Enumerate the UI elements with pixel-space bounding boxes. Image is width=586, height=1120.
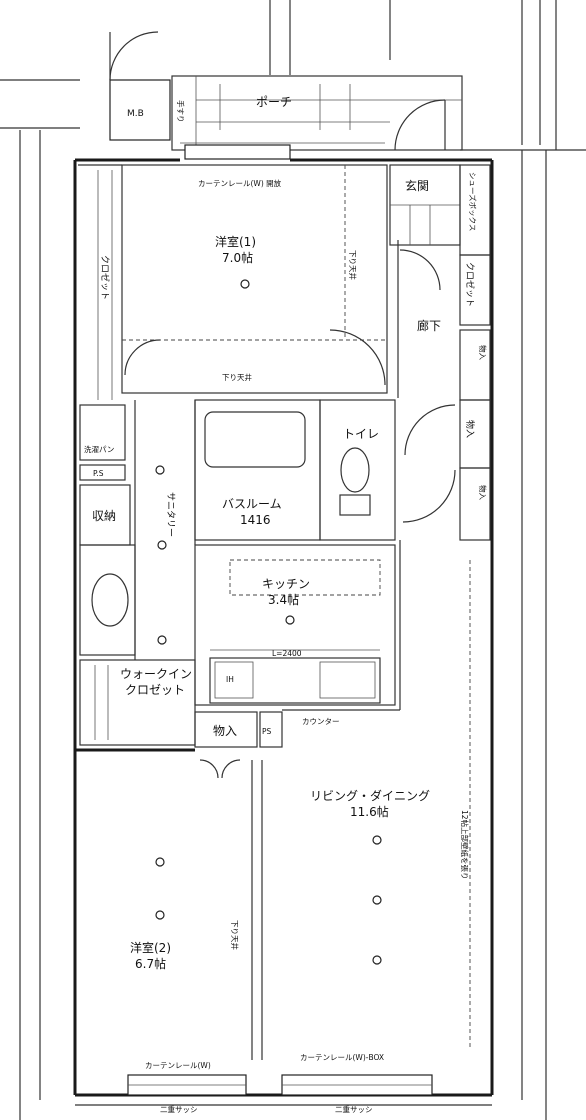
bath-size: 1416 (240, 513, 271, 527)
western-room-2-name: 洋室(2) (130, 940, 171, 955)
cooker-label: IH (226, 675, 234, 684)
ldk-note: 12帖上部壁紙を張り (460, 810, 470, 880)
bath-name: バスルーム (222, 497, 282, 511)
hall-label: 廊下 (417, 318, 441, 333)
curtain-rail-top: カーテンレール(W) 開放 (198, 178, 282, 188)
monoire-vertical-1: 物入 (478, 345, 488, 360)
kitchen-walls (194, 544, 396, 706)
monoire-vertical-3: 物入 (478, 485, 488, 500)
porch-label: ポーチ (256, 95, 292, 109)
curtain-rail-bottom-left: カーテンレール(W) (145, 1061, 211, 1070)
western-room-1-walls (78, 164, 388, 400)
closet-vertical-label: クロゼット (99, 255, 111, 300)
waterpan-label: 洗濯パン (84, 444, 114, 454)
porch (171, 75, 463, 151)
lowered-ceiling-vertical-2: 下り天井 (230, 920, 240, 950)
western-room-1-size: 7.0帖 (222, 250, 253, 265)
closet-vertical-label-2: クロゼット (464, 262, 476, 307)
vertical-labels: クロゼット クロゼット シューズボックス サニタリー 下り天井 下り天井 物入 … (99, 100, 488, 950)
western-room-1-name: 洋室(1) (215, 234, 256, 249)
toilet-label: トイレ (343, 427, 379, 441)
ldk-name: リビング・ダイニング (310, 788, 430, 803)
lowered-ceiling-label: 下り天井 (222, 372, 252, 382)
ceiling-lights (155, 279, 382, 965)
handrail-label: 手すり (176, 100, 186, 123)
ps-label-1: P.S (93, 469, 104, 478)
western-room-2-walls (75, 540, 471, 1060)
lowered-ceiling-vertical: 下り天井 (348, 250, 358, 280)
entrance-label: 玄関 (405, 178, 429, 193)
counter-label: カウンター (302, 717, 340, 726)
ps-label-2: PS (262, 727, 272, 736)
western-room-2-size: 6.7帖 (135, 956, 166, 971)
l-dimension-label: L=2400 (272, 649, 302, 658)
sanitary-label: サニタリー (165, 492, 176, 537)
wic-label-1: ウォークイン (120, 667, 192, 681)
storage-label: 収納 (92, 509, 116, 523)
closet-storage-label: 物入 (213, 724, 237, 738)
ldk-size: 11.6帖 (350, 804, 389, 819)
wic-label-2: クロゼット (125, 683, 185, 697)
misc-labels: カーテンレール(W) 開放 カーテンレール(W) カーテンレール(W)-BOX … (84, 178, 384, 1114)
kitchen-size: 3.4帖 (268, 592, 299, 607)
wet-area-walls (79, 399, 396, 660)
mb-box (109, 31, 171, 141)
room-labels: 洋室(1) 7.0帖 洋室(2) 6.7帖 リビング・ダイニング 11.6帖 キ… (92, 95, 441, 971)
kitchen-name: キッチン (262, 577, 310, 591)
hall-walls (389, 164, 491, 541)
windows (127, 144, 433, 1096)
sash-left-label: 二重サッシ (160, 1105, 198, 1114)
wic-walls (79, 659, 283, 779)
shoe-box-label: シューズボックス (468, 172, 478, 231)
monoire-vertical-2: 物入 (464, 420, 476, 438)
mb-label: M.B (127, 109, 144, 119)
curtain-rail-bottom-right: カーテンレール(W)-BOX (300, 1053, 384, 1062)
sash-right-label: 二重サッシ (335, 1105, 373, 1114)
